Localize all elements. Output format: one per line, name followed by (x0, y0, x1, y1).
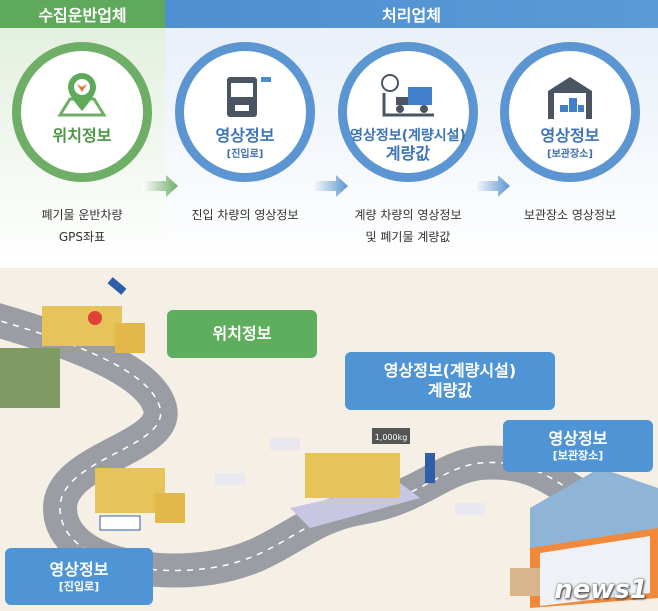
bubble-text: 위치정보 (212, 324, 272, 343)
bubble-sub: [보관장소] (552, 449, 604, 462)
caption-line: 및 폐기물 계량값 (365, 230, 451, 244)
caption-line: GPS좌표 (58, 230, 106, 244)
header-processor: 처리업체 (165, 0, 658, 28)
map-pin-icon (57, 73, 107, 117)
bubble-text: 영상정보 (49, 559, 109, 579)
bubble-text: 영상정보 (548, 429, 608, 448)
caption-entrance: 진입 차량의 영상정보 (165, 204, 325, 226)
step-weighing: 영상정보(계량시설) 계량값 (338, 42, 478, 182)
entrance-sign (99, 515, 141, 531)
bubble-text: 영상정보(계량시설) (383, 361, 517, 380)
step-sub: 계량값 (385, 144, 431, 163)
step-title: 영상정보(계량시설) (350, 128, 466, 144)
bubble-sub: [진입로] (58, 579, 100, 593)
caption-line: 진입 차량의 영상정보 (191, 208, 299, 222)
road-scene: 1,000kg (0, 277, 658, 608)
truck-entrance (95, 468, 185, 523)
arrow-right-icon (142, 175, 178, 197)
step-location: 위치정보 (12, 42, 152, 182)
bubble-storage: 영상정보[보관장소] (503, 420, 653, 472)
scene-illustration: 1,000kg 위치정보 영상정보(계량시설)계량값 영상정보[보관장소] 영상… (0, 268, 658, 611)
step-entrance-video: 영상정보 [진입로] (175, 42, 315, 182)
bubble-weighing: 영상정보(계량시설)계량값 (345, 352, 555, 410)
warehouse-icon (548, 77, 592, 119)
step-storage: 영상정보 [보관장소] (500, 42, 640, 182)
road-line (0, 320, 601, 572)
cctv-camera-icon (215, 438, 485, 515)
news1-watermark: news1 (554, 575, 648, 605)
caption-line: 보관장소 영상정보 (523, 208, 617, 222)
weighing-platform (290, 453, 420, 528)
boxes (510, 568, 540, 596)
scale-display (372, 428, 410, 444)
bubble-sub: 계량값 (427, 381, 473, 400)
bubble-entrance: 영상정보[진입로] (5, 548, 153, 605)
scale-display-value: 1,000kg (375, 433, 408, 442)
arrow-right-icon (474, 175, 510, 197)
scale-truck-icon (381, 74, 434, 117)
satellite-icon (107, 277, 127, 295)
arrow-right-icon (312, 175, 348, 197)
caption-line: 계량 차량의 영상정보 (354, 208, 462, 222)
step-title: 영상정보 (540, 126, 600, 145)
caption-location: 폐기물 운반차량 GPS좌표 (2, 204, 162, 248)
truck-gps (42, 306, 145, 353)
caption-storage: 보관장소 영상정보 (490, 204, 650, 226)
bubble-location: 위치정보 (167, 310, 317, 358)
step-title: 영상정보 (215, 126, 275, 145)
warehouse (530, 468, 658, 608)
header-collector: 수집운반업체 (0, 0, 165, 28)
worker (425, 453, 435, 483)
barrels (0, 348, 60, 408)
step-title: 위치정보 (52, 126, 112, 145)
caption-line: 폐기물 운반차량 (41, 208, 123, 222)
step-sub: [진입로] (226, 149, 264, 160)
truck-cctv-icon (227, 77, 271, 117)
step-sub: [보관장소] (547, 149, 593, 160)
